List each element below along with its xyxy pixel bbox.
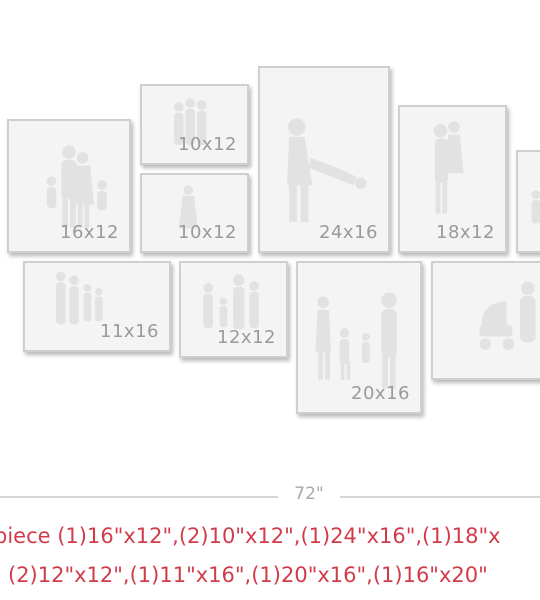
parent-swinging-child-icon [287,118,367,223]
group-silhouette-icon [174,98,207,145]
frame-18x12: 18x12 [398,105,507,253]
frame-10x12: 10x12 [140,84,249,165]
frame-size-label: 18x12 [436,222,495,243]
family-silhouette-icon [46,145,107,228]
frame-size-label: 10x12 [178,134,237,155]
frame-10x12: 10x12 [140,173,249,253]
child-silhouette-icon [178,185,198,229]
frame-size-label: 12x12 [217,327,276,348]
frame-size-label: 10x12 [178,222,237,243]
piece-list-line-2: (2)12"x12",(1)11"x16",(1)20"x16",(1)16"x… [8,563,488,587]
dimension-line-right [340,496,540,498]
group-silhouette-icon [55,271,103,325]
frame-16x12: 16x12 [7,119,131,253]
dimension-line-left [0,496,278,498]
person-silhouette-icon [531,190,540,224]
frame-20x16: 20x16 [296,261,422,414]
frame-partial-top-right [516,150,540,253]
couple-silhouette-icon [433,121,464,214]
frame-24x16: 24x16 [258,66,390,253]
stroller-silhouette-icon [479,281,536,350]
frame-12x12: 12x12 [179,261,288,358]
frame-size-label: 11x16 [100,321,159,342]
frame-11x16: 11x16 [23,261,171,352]
frame-size-label: 20x16 [351,383,410,404]
piece-list-line-1: piece (1)16"x12",(2)10"x12",(1)24"x16",(… [0,524,501,548]
total-width-label: 72" [294,484,324,504]
frame-size-label: 16x12 [60,222,119,243]
family-silhouette-icon [203,274,259,330]
frame-partial-bottom-right [431,261,540,380]
frame-size-label: 24x16 [319,222,378,243]
family-walking-silhouette-icon [315,292,397,389]
